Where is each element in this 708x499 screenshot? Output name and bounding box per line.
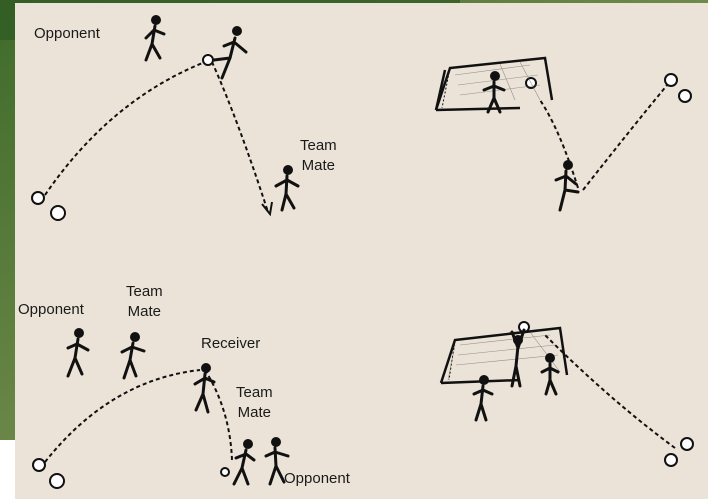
ball-icon — [664, 453, 678, 467]
ball-icon — [32, 458, 46, 472]
player-shooter-icon — [554, 160, 580, 212]
player-attacker-icon — [540, 353, 560, 396]
player-team-mate-icon — [232, 439, 256, 486]
ball-icon — [202, 54, 214, 66]
ball-icon — [31, 191, 45, 205]
label-team-mate-3-line2: Mate — [237, 404, 272, 421]
pass-path-4 — [204, 369, 233, 461]
shot-path-2 — [539, 99, 579, 189]
player-kicker-icon — [212, 26, 248, 80]
label-team-mate-2: Team Mate — [126, 282, 163, 322]
ball-icon — [680, 437, 694, 451]
label-team-mate-1: Team Mate — [300, 136, 337, 176]
label-receiver: Receiver — [201, 335, 261, 352]
pass-path-3 — [44, 369, 201, 463]
ball-icon — [664, 73, 678, 87]
player-defender-icon — [472, 375, 494, 422]
diagram-panel — [15, 3, 708, 499]
ball-icon — [678, 89, 692, 103]
label-opponent-2: Opponent — [18, 301, 84, 318]
player-goalkeeper-icon — [510, 328, 526, 388]
player-opponent-icon — [66, 328, 90, 378]
label-opponent-3: Opponent — [284, 470, 350, 487]
label-team-mate-3-line1: Team — [236, 384, 273, 401]
player-team-mate-icon — [274, 165, 300, 212]
label-team-mate-1-line1: Team — [300, 137, 337, 154]
pass-path-2 — [211, 61, 269, 213]
shot-path-1 — [582, 83, 669, 191]
arrow-head — [261, 201, 273, 217]
ball-icon — [49, 473, 65, 489]
label-team-mate-2-line1: Team — [126, 283, 163, 300]
ball-icon — [50, 205, 66, 221]
cross-path — [544, 334, 676, 449]
label-opponent-1: Opponent — [34, 25, 100, 42]
player-receiver-icon — [193, 363, 216, 414]
player-goalkeeper-icon — [482, 71, 506, 114]
label-team-mate-1-line2: Mate — [301, 157, 336, 174]
player-opponent-icon — [264, 437, 290, 486]
ball-icon — [220, 467, 230, 477]
label-team-mate-3: Team Mate — [236, 383, 273, 423]
player-opponent-icon — [144, 15, 166, 62]
goal-icon — [434, 56, 554, 112]
pass-path-1 — [44, 61, 206, 196]
label-team-mate-2-line2: Mate — [127, 303, 162, 320]
player-team-mate-icon — [120, 332, 146, 380]
